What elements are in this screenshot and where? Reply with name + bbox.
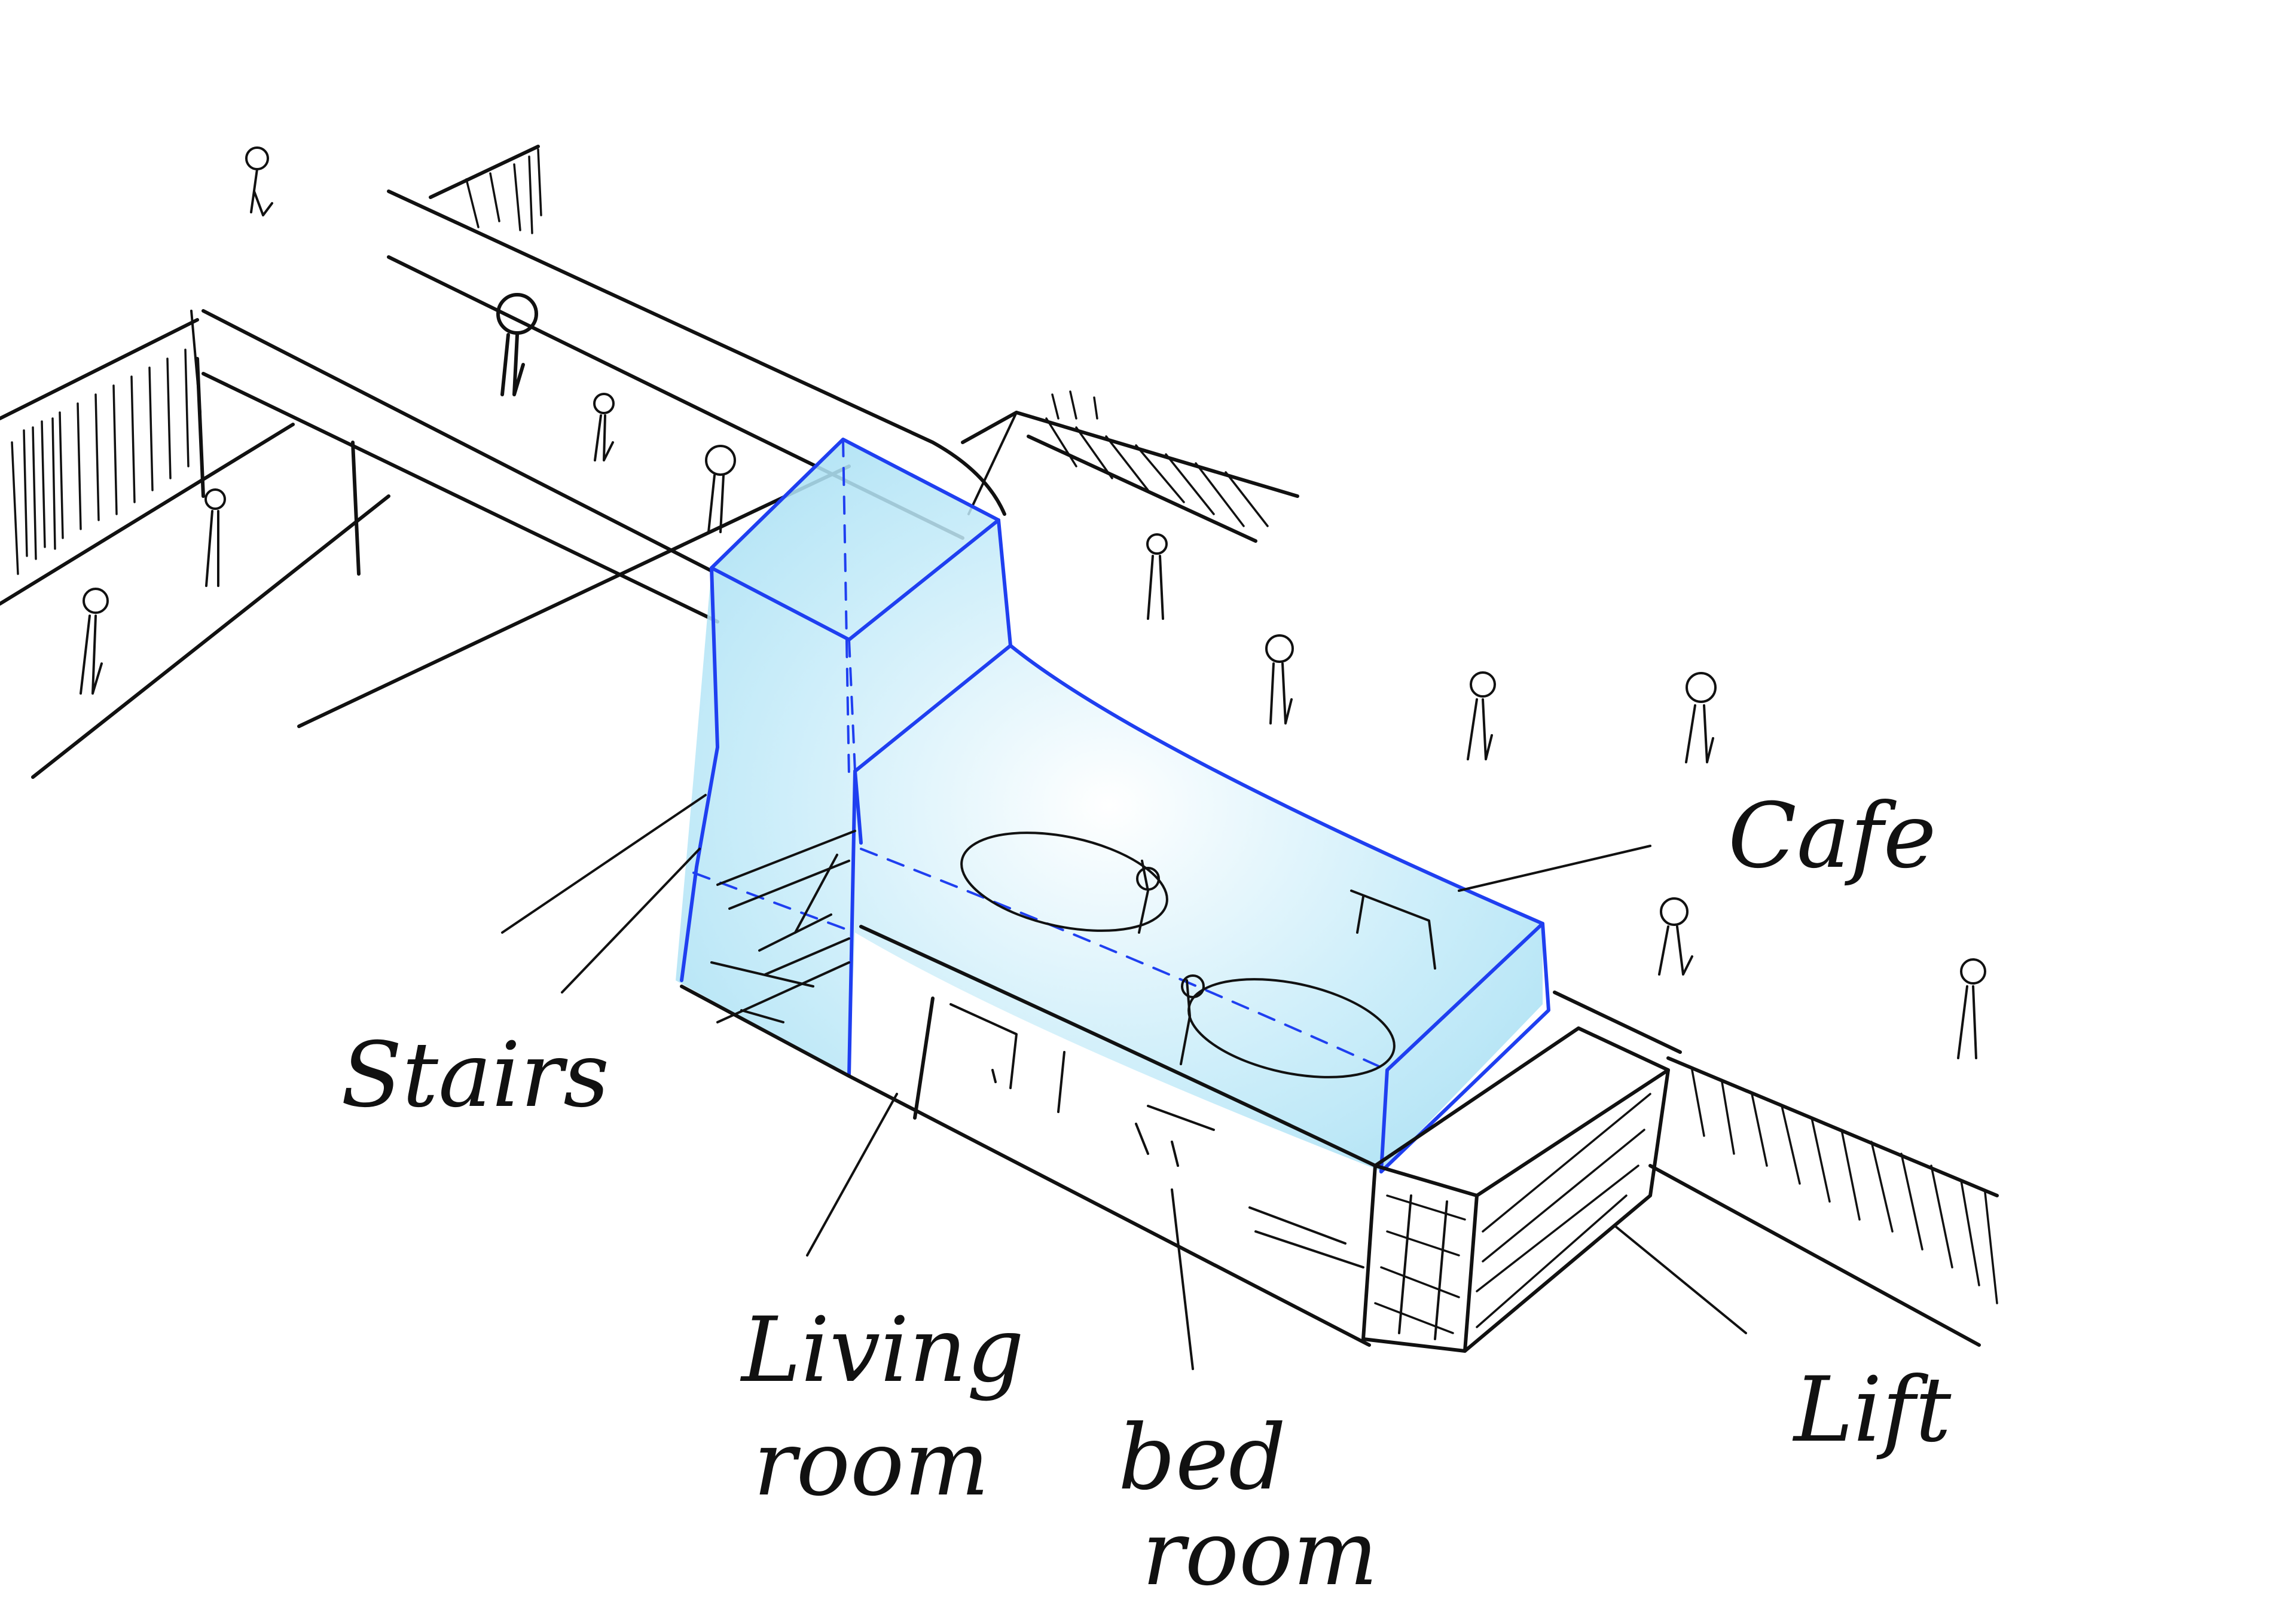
person-figure [1659, 898, 1692, 974]
person-figure [206, 490, 225, 586]
label-cafe: Cafe [1728, 784, 1937, 888]
person-figure [1686, 673, 1715, 762]
label-bedroom-line2: room [1142, 1502, 1378, 1606]
person-figure [1147, 534, 1167, 619]
person-figure [1468, 673, 1495, 759]
lower-right-walkway [1555, 992, 1997, 1345]
person-figure [1958, 959, 1985, 1058]
person-figure [246, 148, 272, 215]
glass-cafe-volume [676, 439, 1549, 1172]
label-bedroom-line1: bed [1118, 1406, 1286, 1510]
label-living-room-line1: Living [740, 1298, 1024, 1402]
label-stairs: Stairs [341, 1023, 609, 1127]
upper-right-wall [963, 392, 1297, 541]
person-figure [594, 394, 613, 460]
person-figure [498, 295, 536, 395]
person-figure [706, 446, 735, 532]
label-living-room-line2: room [753, 1412, 990, 1516]
person-figure [1266, 635, 1293, 723]
person-figure [81, 589, 108, 693]
left-wall-hatching [12, 311, 200, 574]
label-lift: Lift [1792, 1358, 1952, 1462]
